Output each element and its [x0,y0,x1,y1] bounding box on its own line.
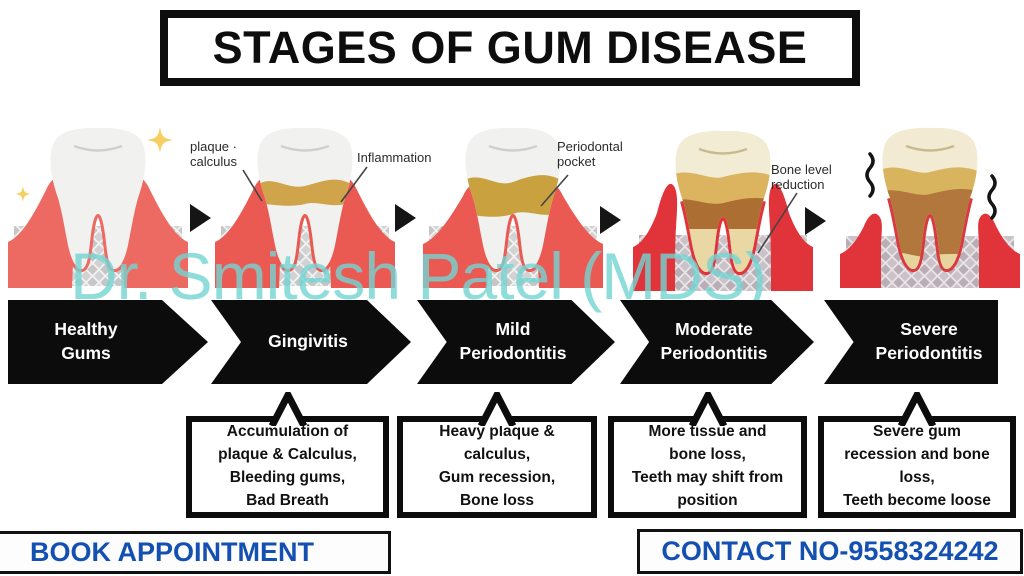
sparkle-icon [147,127,173,153]
tooth-illustration-mild-periodontitis [423,127,603,288]
annotation-bone-level-reduction: Bone level reduction [771,162,832,193]
bubble-pointer-icon [477,392,517,426]
stage-banner-gingivitis: Gingivitis [211,300,411,384]
stage-description-gingivitis: Accumulation of plaque & Calculus, Bleed… [186,392,389,518]
annotation-plaque-calculus: plaque · calculus [190,139,237,170]
annotation-inflammation: Inflammation [357,150,432,165]
annotation-periodontal-pocket: Periodontal pocket [557,139,623,170]
stage-banner-severe-periodontitis: Severe Periodontitis [824,300,998,384]
stage-banner-label: Severe Periodontitis [875,319,983,363]
stage-description-severe-periodontitis: Severe gum recession and bone loss, Teet… [818,392,1016,518]
page-title: STAGES OF GUM DISEASE [212,22,808,73]
stage-banner-label: Mild Periodontitis [459,319,567,363]
contact-number-box: CONTACT NO-9558324242 [637,529,1023,574]
bubble-pointer-icon [688,392,727,426]
stage-description-mild-periodontitis: Heavy plaque & calculus, Gum recession, … [397,392,597,518]
progression-arrow-icon [190,204,211,232]
title-box: STAGES OF GUM DISEASE [160,10,860,86]
sparkle-icon [15,186,31,202]
stage-banner-moderate-periodontitis: Moderate Periodontitis [620,300,814,384]
bubble-pointer-icon [897,392,937,426]
plaque-band-graphic [259,179,351,206]
tooth-mobility-icon [987,174,997,220]
stage-banner-label: Healthy Gums [54,319,118,363]
plaque-band-graphic [465,175,561,217]
book-appointment-button[interactable]: BOOK APPOINTMENT [0,531,391,574]
stage-description-text: Heavy plaque & calculus, Gum recession, … [438,423,556,509]
contact-number-text: CONTACT NO-9558324242 [661,536,999,566]
stage-description-text: Severe gum recession and bone loss, Teet… [843,423,991,509]
tooth-illustration-healthy [8,127,188,288]
tooth-illustration-gingivitis [215,127,395,288]
stage-banner-healthy-gums: Healthy Gums [8,300,208,384]
tooth-mobility-icon [865,152,875,198]
progression-arrow-icon [805,207,826,235]
stage-banner-label: Moderate Periodontitis [660,319,768,363]
stage-description-text: Accumulation of plaque & Calculus, Bleed… [218,423,357,509]
stage-description-text: More tissue and bone loss, Teeth may shi… [631,423,784,509]
stage-banner-label: Gingivitis [268,331,348,352]
stage-banner-mild-periodontitis: Mild Periodontitis [417,300,615,384]
stage-description-moderate-periodontitis: More tissue and bone loss, Teeth may shi… [608,392,807,518]
bubble-pointer-icon [268,392,307,426]
tooth-illustration-severe-periodontitis [840,127,1020,288]
progression-arrow-icon [395,204,416,232]
book-appointment-label: BOOK APPOINTMENT [30,537,315,567]
progression-arrow-icon [600,206,621,234]
